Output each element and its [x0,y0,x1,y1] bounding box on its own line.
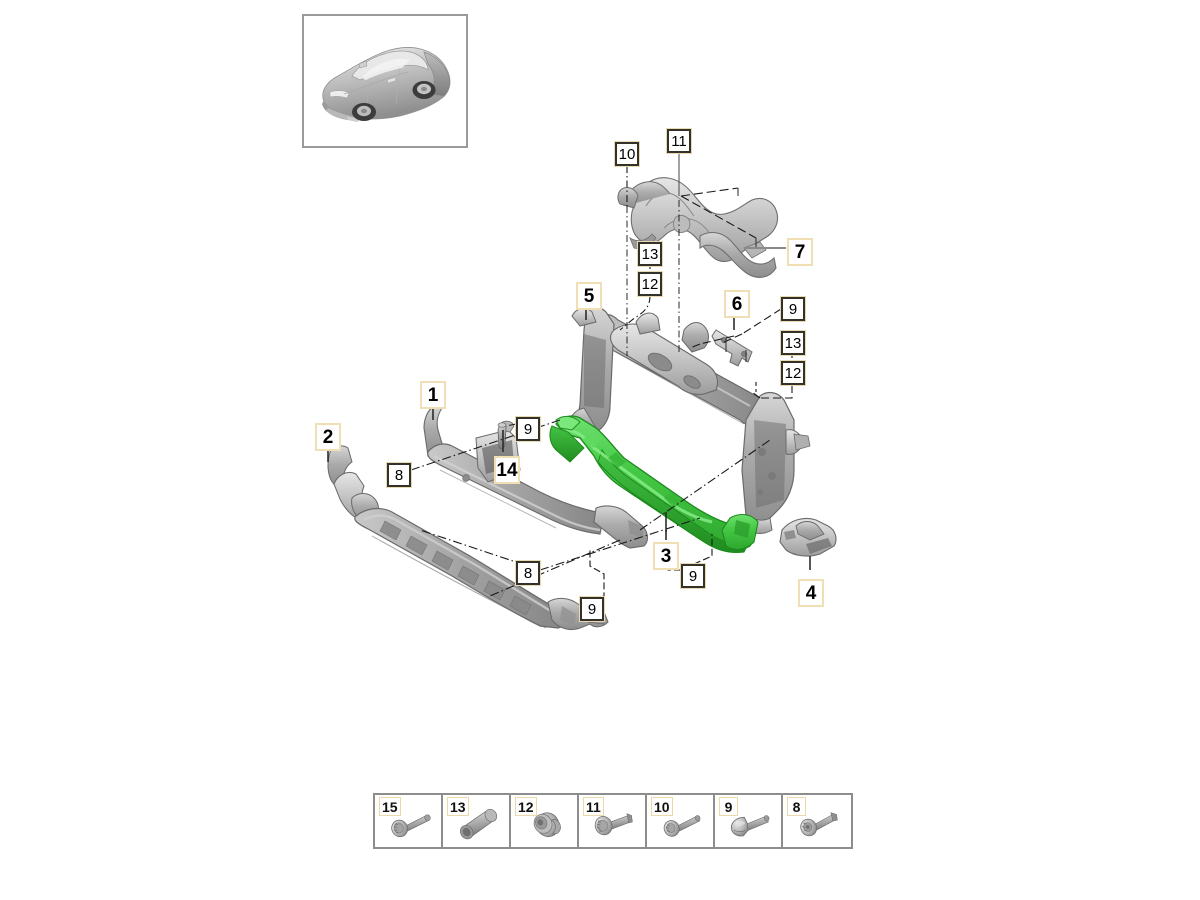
legend-cell-9[interactable]: 9 [715,795,783,847]
callout-label: 2 [322,426,334,448]
legend-cell-8[interactable]: 8 [783,795,851,847]
callout-label: 6 [731,293,743,315]
legend-cell-11[interactable]: 11 [579,795,647,847]
callout-label: 5 [583,285,595,307]
callout-label: 9 [523,420,533,438]
legend-number: 12 [515,797,537,816]
flange-bolt-small-icon [663,815,701,837]
part-4-mounting-bracket [779,517,837,557]
callout-2[interactable]: 2 [315,423,341,451]
legend-number: 11 [583,797,604,816]
vehicle-thumbnail-panel [302,14,468,148]
callout-9-bottom[interactable]: 9 [579,596,605,622]
callout-label: 8 [394,466,404,484]
vehicle-illustration [322,47,451,122]
legend-number: 15 [379,797,401,816]
callout-13-upper[interactable]: 13 [637,241,663,267]
callout-label: 4 [805,582,817,604]
flange-bolt-washer-icon [800,812,838,837]
part-14-locating-pin [497,422,507,449]
legend-number: 8 [787,797,806,816]
callout-14[interactable]: 14 [494,456,520,484]
callout-label: 9 [688,567,698,585]
fastener-legend: 15 13 12 [373,793,853,849]
legend-number: 13 [447,797,469,816]
callout-12-right[interactable]: 12 [780,360,806,386]
callout-7[interactable]: 7 [787,238,813,266]
callout-1[interactable]: 1 [420,381,446,409]
callout-label: 8 [523,564,533,582]
callout-label: 12 [784,364,802,382]
legend-cell-12[interactable]: 12 [511,795,579,847]
hex-flange-bolt-long-icon [391,814,431,838]
spacer-sleeve-icon [460,808,498,840]
legend-cell-15[interactable]: 15 [375,795,443,847]
pan-head-bolt-icon [730,815,770,837]
callout-8-upper[interactable]: 8 [386,462,412,488]
callout-label: 14 [496,459,518,481]
leader-lines [327,153,811,603]
legend-cell-13[interactable]: 13 [443,795,511,847]
callout-3[interactable]: 3 [653,542,679,570]
callout-8-lower[interactable]: 8 [515,560,541,586]
callout-9-right[interactable]: 9 [780,296,806,322]
callout-5[interactable]: 5 [576,282,602,310]
callout-label: 12 [641,275,659,293]
legend-number: 10 [651,797,673,816]
callout-10[interactable]: 10 [614,141,640,167]
callout-label: 11 [671,132,687,150]
legend-number: 9 [719,797,738,816]
callout-label: 13 [784,334,802,352]
part-3-front-cross-member [549,415,759,553]
callout-label: 9 [788,300,798,318]
callout-13-right[interactable]: 13 [780,330,806,356]
callout-9-center[interactable]: 9 [515,416,541,442]
callout-label: 1 [427,384,439,406]
callout-label: 10 [618,145,636,163]
part-2-impact-absorber [327,445,609,631]
callout-6[interactable]: 6 [724,290,750,318]
callout-4[interactable]: 4 [798,579,824,607]
callout-label: 9 [587,600,597,618]
callout-label: 7 [794,241,806,263]
rubber-grommet-icon [533,812,561,838]
callout-11[interactable]: 11 [666,128,692,154]
callout-12-upper[interactable]: 12 [637,271,663,297]
part-1-bumper-bracket [423,405,649,549]
part-7-upper-cross-panel [617,177,779,278]
part-5-front-end-carrier [568,306,811,534]
callout-label: 3 [660,545,672,567]
callout-9-lower-right[interactable]: 9 [680,563,706,589]
legend-cell-10[interactable]: 10 [647,795,715,847]
flange-bolt-knurled-icon [594,813,633,836]
callout-label: 13 [641,245,659,263]
